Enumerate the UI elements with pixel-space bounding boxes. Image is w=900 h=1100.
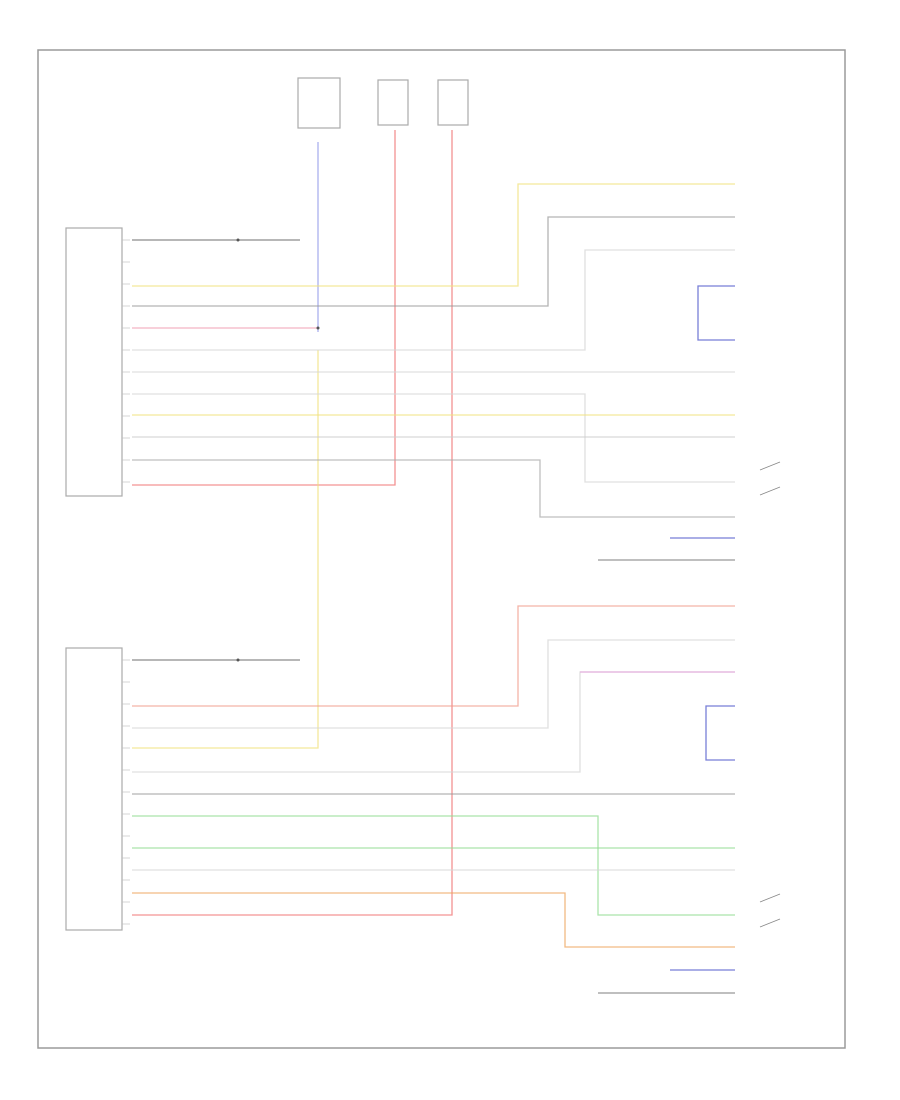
wire-driver-pin8 <box>132 393 735 483</box>
wire-driver-pin3-yellow <box>132 183 735 287</box>
passenger-seat-module <box>65 647 123 931</box>
wire-driver-pin4-gray <box>132 216 735 307</box>
diagram-border <box>37 49 846 1049</box>
junction-dot <box>236 238 240 242</box>
wire-passenger-blue-loop <box>705 705 735 761</box>
driver-lumbar-switch <box>759 461 781 496</box>
wire-passenger-pin11-orange <box>132 892 735 948</box>
top-fuse-block-right <box>437 79 469 126</box>
wire-yellow-crossover <box>132 350 319 749</box>
wire-driver-blue-loop <box>697 285 735 341</box>
wire-passenger-pin6 <box>132 671 735 773</box>
wire-passenger-pin8-green <box>132 815 735 916</box>
wire-red-feed-driver <box>132 130 396 486</box>
wire-red-feed-passenger <box>132 130 453 916</box>
top-fuse-block-left <box>297 77 341 129</box>
junction-dot <box>316 326 320 330</box>
wire-passenger-pin3-salmon <box>132 605 735 707</box>
wire-passenger-pin4 <box>132 639 735 729</box>
junction-dot <box>236 658 240 662</box>
passenger-lumbar-switch <box>759 893 781 928</box>
top-fuse-block-middle <box>377 79 409 126</box>
wire-driver-pin11 <box>132 459 735 518</box>
wire-driver-pin6 <box>132 249 735 351</box>
driver-seat-module <box>65 227 123 497</box>
